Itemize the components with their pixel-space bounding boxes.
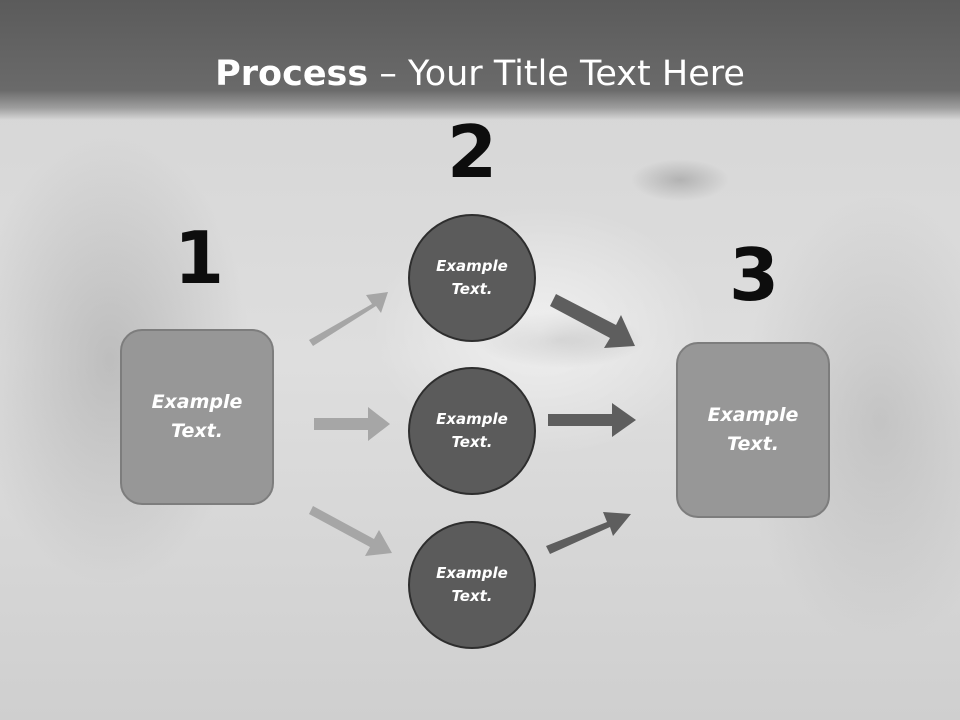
step-number-1: 1 — [173, 216, 225, 300]
arrow-1-to-bottom — [309, 506, 392, 556]
step-3-box[interactable]: Example Text. — [676, 342, 830, 518]
step-3-text: Example Text. — [707, 404, 799, 455]
title-banner: Process – Your Title Text Here — [0, 0, 960, 120]
step-number-3: 3 — [728, 233, 780, 317]
slide-title[interactable]: Process – Your Title Text Here — [0, 52, 960, 96]
title-strong: Process — [215, 54, 369, 94]
circle-top-text: Example Text. — [436, 257, 508, 298]
arrow-top-to-3 — [550, 294, 635, 348]
step-1-box[interactable]: Example Text. — [120, 329, 274, 505]
step-1-text: Example Text. — [151, 391, 243, 442]
step-2-circle-middle[interactable]: Example Text. — [408, 367, 536, 495]
title-rest: Your Title Text Here — [407, 54, 745, 94]
title-dash: – — [368, 54, 408, 94]
step-number-2: 2 — [446, 110, 498, 194]
arrow-1-to-top — [309, 292, 388, 346]
arrow-1-to-middle — [314, 407, 390, 441]
step-2-circle-bottom[interactable]: Example Text. — [408, 521, 536, 649]
step-2-circle-top[interactable]: Example Text. — [408, 214, 536, 342]
arrow-middle-to-3 — [548, 403, 636, 437]
circle-middle-text: Example Text. — [436, 410, 508, 451]
circle-bottom-text: Example Text. — [436, 564, 508, 605]
arrow-bottom-to-3 — [546, 512, 631, 554]
